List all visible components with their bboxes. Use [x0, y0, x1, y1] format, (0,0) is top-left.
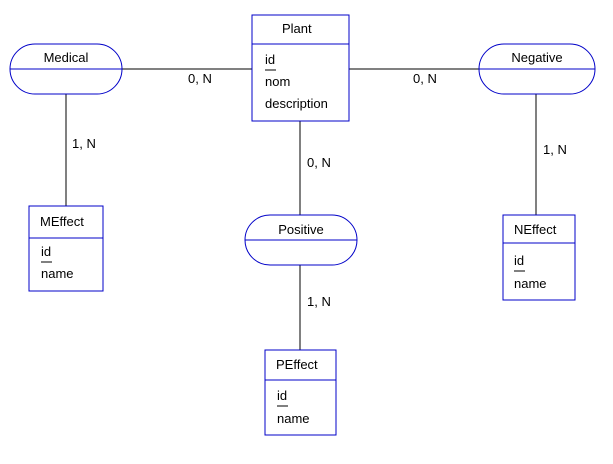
cardinality-negative-neffect: 1, N	[543, 142, 567, 157]
entity-neffect-attr-id: id	[514, 253, 524, 268]
entity-meffect-title: MEffect	[40, 214, 84, 229]
entity-peffect-attr-id: id	[277, 388, 287, 403]
entity-peffect-title: PEffect	[276, 357, 318, 372]
association-medical-label: Medical	[44, 50, 89, 65]
cardinality-negative-plant: 0, N	[413, 71, 437, 86]
cardinality-medical-meffect: 1, N	[72, 136, 96, 151]
entity-neffect-title: NEffect	[514, 222, 557, 237]
association-negative[interactable]: Negative	[478, 43, 596, 95]
entity-plant[interactable]: Plant id nom description	[251, 14, 350, 122]
entity-neffect-attr-name: name	[514, 276, 547, 291]
cardinality-positive-peffect: 1, N	[307, 294, 331, 309]
entity-meffect-attr-name: name	[41, 266, 74, 281]
association-positive[interactable]: Positive	[244, 214, 358, 266]
association-positive-label: Positive	[278, 222, 324, 237]
entity-meffect-attr-id: id	[41, 244, 51, 259]
entity-plant-attr-id: id	[265, 52, 275, 67]
entity-plant-attr-description: description	[265, 96, 328, 111]
entity-meffect[interactable]: MEffect id name	[28, 205, 104, 292]
cardinality-positive-plant: 0, N	[307, 155, 331, 170]
association-negative-label: Negative	[511, 50, 562, 65]
entity-peffect[interactable]: PEffect id name	[264, 349, 337, 436]
entity-plant-title: Plant	[282, 21, 312, 36]
entity-plant-attr-nom: nom	[265, 74, 290, 89]
entity-peffect-attr-name: name	[277, 411, 310, 426]
entity-neffect[interactable]: NEffect id name	[502, 214, 576, 301]
association-medical[interactable]: Medical	[9, 43, 123, 95]
cardinality-medical-plant: 0, N	[188, 71, 212, 86]
